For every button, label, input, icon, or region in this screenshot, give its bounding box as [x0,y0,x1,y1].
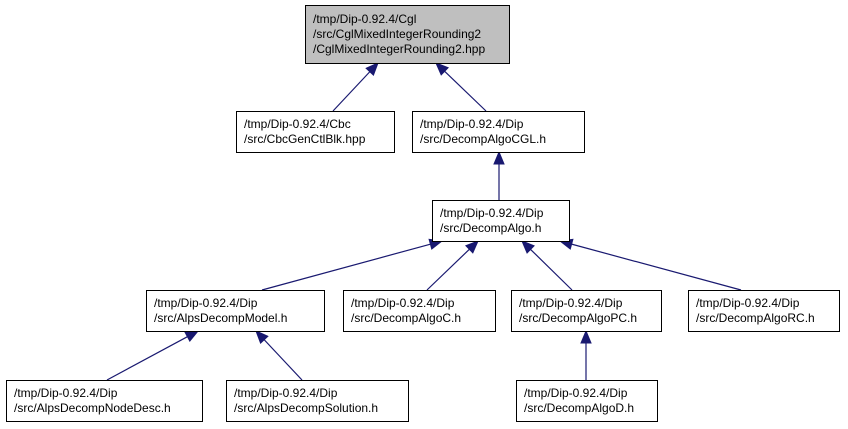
edge-n7-n3 [558,238,742,291]
node-label-line: /tmp/Dip-0.92.4/Dip [154,296,258,310]
node-label-line: /src/CbcGenCtlBlk.hpp [244,132,366,146]
node-label-line: /tmp/Dip-0.92.4/Dip [696,296,800,310]
node-n8[interactable]: /tmp/Dip-0.92.4/Dip/src/AlpsDecompNodeDe… [6,380,203,422]
edge-n4-n3 [261,238,444,291]
edge-line [261,243,431,291]
node-label-line: /tmp/Dip-0.92.4/Dip [524,386,628,400]
node-box [688,290,840,332]
node-n5[interactable]: /tmp/Dip-0.92.4/Dip/src/DecompAlgoC.h [343,290,496,332]
node-box [432,200,570,242]
nodes-layer: /tmp/Dip-0.92.4/Cgl/src/CglMixedIntegerR… [6,5,840,422]
node-label-line: /src/DecompAlgoRC.h [696,311,815,325]
edge-n9-n4 [255,330,303,381]
edge-line [530,248,573,291]
edge-arrowhead [184,330,200,342]
edge-n5-n3 [426,240,479,291]
edges-layer [106,62,742,381]
edge-n6-n3 [521,240,573,291]
node-label-line: /src/DecompAlgo.h [440,221,541,235]
node-n7[interactable]: /tmp/Dip-0.92.4/Dip/src/DecompAlgoRC.h [688,290,840,332]
edge-arrowhead [465,240,479,254]
edge-n10-n6 [580,329,592,380]
edge-arrowhead [580,329,592,344]
node-label-line: /src/DecompAlgoC.h [351,311,461,325]
edge-arrowhead [435,62,449,76]
edge-n3-n2 [493,150,505,200]
node-n10[interactable]: /tmp/Dip-0.92.4/Dip/src/DecompAlgoD.h [516,380,658,422]
edge-line [263,339,303,381]
edge-n2-n0 [435,62,487,112]
node-box [516,380,658,422]
node-box [146,290,325,332]
edge-arrowhead [493,150,505,165]
node-label-line: /src/DecompAlgoD.h [524,401,634,415]
focus-node-box [305,5,510,64]
node-box [6,380,203,422]
node-n6[interactable]: /tmp/Dip-0.92.4/Dip/src/DecompAlgoPC.h [511,290,662,332]
edge-arrowhead [365,62,379,77]
node-label-line: /tmp/Dip-0.92.4/Cgl [313,12,416,26]
node-label-line: /tmp/Dip-0.92.4/Dip [519,296,623,310]
node-n0: /tmp/Dip-0.92.4/Cgl/src/CglMixedIntegerR… [305,5,510,64]
node-n1[interactable]: /tmp/Dip-0.92.4/Cbc/src/CbcGenCtlBlk.hpp [236,111,395,153]
edge-line [106,336,188,381]
edge-n1-n0 [332,62,379,112]
edge-n8-n4 [106,330,200,381]
node-label-line: /src/AlpsDecompModel.h [154,311,287,325]
node-box [343,290,496,332]
edge-line [332,71,371,112]
edge-line [426,248,470,291]
node-box [226,380,409,422]
node-label-line: /src/AlpsDecompNodeDesc.h [14,401,171,415]
node-label-line: /src/AlpsDecompSolution.h [234,401,378,415]
node-label-line: /src/DecompAlgoCGL.h [420,132,546,146]
edge-arrowhead [521,240,535,254]
node-box [236,111,395,153]
node-label-line: /src/DecompAlgoPC.h [519,311,637,325]
node-n3[interactable]: /tmp/Dip-0.92.4/Dip/src/DecompAlgo.h [432,200,570,242]
node-n9[interactable]: /tmp/Dip-0.92.4/Dip/src/AlpsDecompSoluti… [226,380,409,422]
node-n4[interactable]: /tmp/Dip-0.92.4/Dip/src/AlpsDecompModel.… [146,290,325,332]
edge-arrowhead [255,330,269,345]
node-label-line: /tmp/Dip-0.92.4/Dip [351,296,455,310]
edge-line [571,243,742,291]
node-n2[interactable]: /tmp/Dip-0.92.4/Dip/src/DecompAlgoCGL.h [412,111,585,153]
node-label-line: /tmp/Dip-0.92.4/Dip [440,206,544,220]
node-box [511,290,662,332]
node-label-line: /tmp/Dip-0.92.4/Dip [234,386,338,400]
node-label-line: /tmp/Dip-0.92.4/Dip [420,117,524,131]
node-label-line: /src/CglMixedIntegerRounding2 [313,27,481,41]
node-box [412,111,585,153]
node-label-line: /tmp/Dip-0.92.4/Cbc [244,117,351,131]
node-label-line: /tmp/Dip-0.92.4/Dip [14,386,118,400]
edge-line [444,70,487,112]
node-label-line: /CglMixedIntegerRounding2.hpp [313,42,485,56]
